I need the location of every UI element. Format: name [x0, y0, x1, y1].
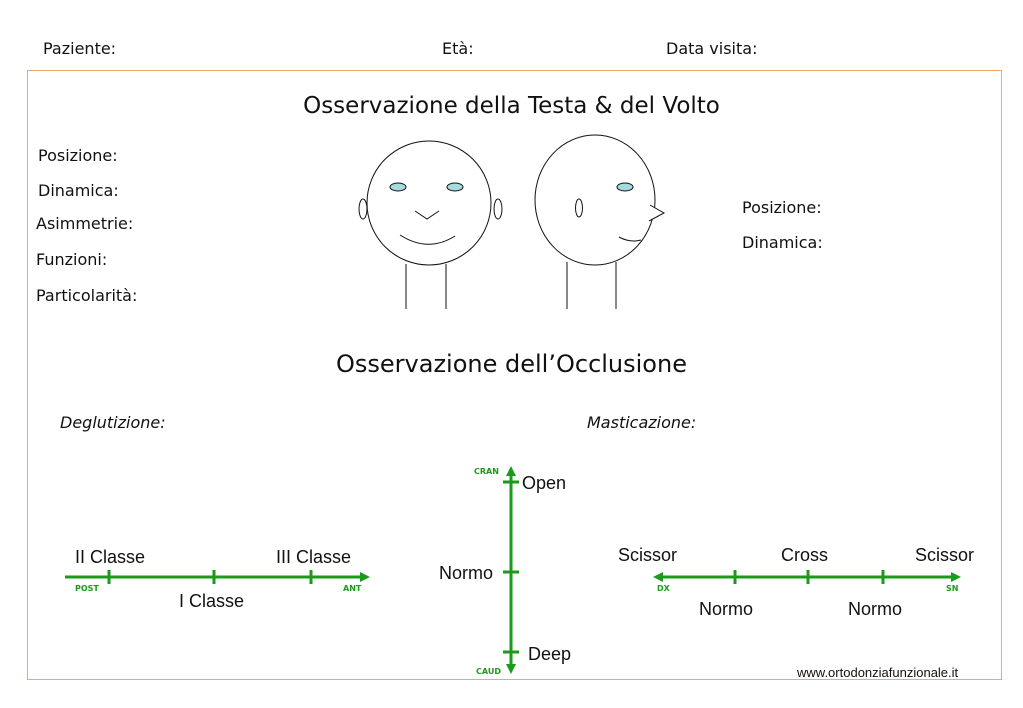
transverse-label-normo-left: Normo	[699, 599, 754, 619]
profile-face-head	[534, 134, 656, 266]
field-position-right: Posizione:	[742, 198, 822, 217]
transverse-end-dx: DX	[657, 584, 670, 593]
vertical-label-open: Open	[522, 473, 567, 493]
profile-face-ear	[575, 198, 583, 218]
transverse-axis-arrow-left	[653, 572, 663, 582]
vertical-axis	[503, 466, 519, 674]
sagittal-label-class-i: I Classe	[179, 591, 245, 611]
profile-face-mouth	[618, 236, 642, 242]
field-asymmetries: Asimmetrie:	[36, 214, 134, 233]
transverse-label-cross: Cross	[781, 545, 829, 565]
vertical-axis-arrow-down	[506, 664, 516, 674]
sagittal-label-class-ii: II Classe	[75, 547, 146, 567]
swallowing-label: Deglutizione:	[60, 413, 166, 432]
transverse-label-scissor-left: Scissor	[618, 545, 678, 565]
patient-label: Paziente:	[43, 39, 117, 58]
field-functions: Funzioni:	[36, 250, 108, 269]
form-frame	[27, 70, 1002, 680]
transverse-axis-arrow-right	[951, 572, 961, 582]
chewing-label: Masticazione:	[587, 413, 697, 432]
vertical-axis-arrow-up	[506, 466, 516, 476]
front-face-left-ear	[358, 198, 368, 220]
front-face-nose	[414, 210, 440, 220]
visit-date-label: Data visita:	[666, 39, 758, 58]
head-face-title: Osservazione della Testa & del Volto	[303, 93, 720, 119]
vertical-end-cran: CRAN	[474, 467, 499, 476]
front-face-mouth	[399, 234, 456, 245]
field-particularities: Particolarità:	[36, 286, 138, 305]
front-face-drawing	[358, 140, 503, 309]
occlusion-title: Osservazione dell’Occlusione	[336, 350, 687, 378]
field-dynamics-right: Dinamica:	[742, 233, 823, 252]
profile-face-drawing	[534, 134, 666, 309]
field-position-left: Posizione:	[38, 146, 118, 165]
sagittal-end-post: POST	[75, 584, 99, 593]
front-face-right-ear	[493, 198, 503, 220]
sagittal-end-ant: ANT	[343, 584, 362, 593]
age-label: Età:	[442, 39, 474, 58]
front-face-left-eye	[389, 182, 407, 192]
sagittal-label-class-iii: III Classe	[276, 547, 352, 567]
vertical-label-normo: Normo	[439, 563, 494, 583]
transverse-end-sn: SN	[946, 584, 959, 593]
front-face-right-eye	[446, 182, 464, 192]
vertical-end-caud: CAUD	[476, 667, 501, 676]
transverse-axis	[653, 570, 961, 584]
sagittal-axis	[65, 570, 370, 584]
transverse-label-normo-right: Normo	[848, 599, 903, 619]
website-link[interactable]: www.ortodonziafunzionale.it	[797, 665, 959, 680]
profile-face-nose	[648, 204, 666, 222]
field-dynamics-left: Dinamica:	[38, 181, 119, 200]
vertical-label-deep: Deep	[528, 644, 572, 664]
profile-face-eye	[616, 182, 634, 192]
sagittal-axis-arrowhead	[360, 572, 370, 582]
transverse-label-scissor-right: Scissor	[915, 545, 975, 565]
front-face-head	[366, 140, 492, 266]
